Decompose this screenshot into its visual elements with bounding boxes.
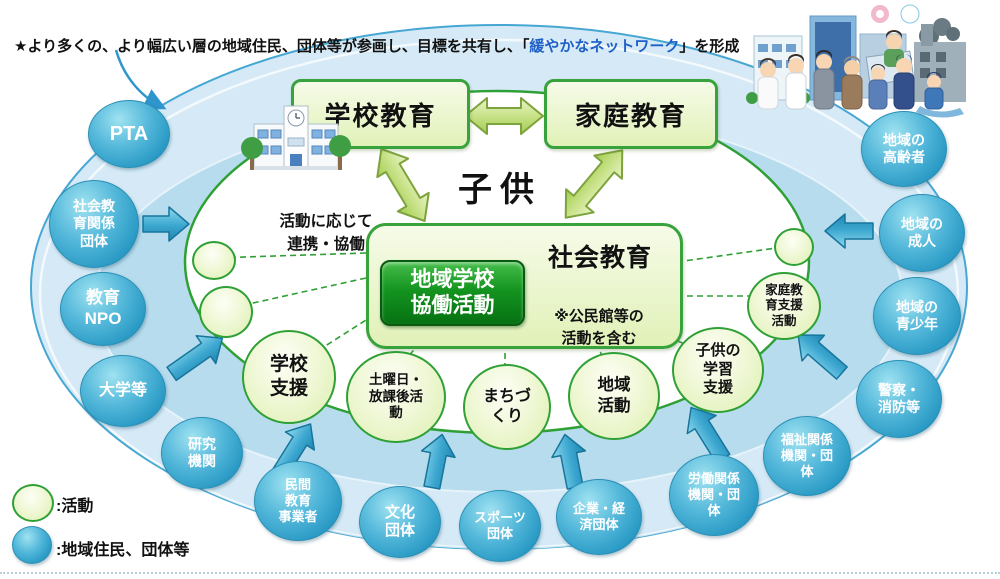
flow-arrow-up-left [797, 334, 848, 380]
flow-arrow-up [420, 433, 456, 490]
flow-arrows [142, 206, 874, 490]
double-arrow-school-social [376, 147, 430, 223]
double-arrow-home-social [564, 149, 624, 219]
activity-circle-empty-1 [192, 241, 236, 280]
legend-activity-swatch [12, 484, 54, 522]
school-illustration [241, 105, 351, 170]
top-annotation-suffix: 」を形成 [679, 38, 740, 55]
activity-circle-machizukuri: まちづ くり [463, 364, 551, 450]
activity-circle-empty-2 [199, 286, 253, 338]
community-circle-business-orgs: 企業・経 済団体 [556, 479, 642, 555]
school-education-label: 学校教育 [324, 100, 437, 131]
community-circle-labor-orgs: 労働関係 機関・団 体 [669, 454, 759, 536]
community-circle-sports-orgs: スポーツ 団体 [459, 490, 541, 562]
collaboration-activity-button: 地域学校 協働活動 [380, 260, 525, 326]
activity-circle-school-support: 学校 支援 [242, 330, 336, 424]
children-label: 子供 [458, 171, 542, 209]
note-pointer-arrow [114, 49, 167, 110]
double-arrow-school-home [464, 97, 544, 135]
community-circle-social-edu-orgs: 社会教 育関係 団体 [49, 180, 139, 268]
page-bottom-border [0, 572, 1000, 574]
legend-community-swatch [12, 526, 52, 564]
flow-arrow-right [142, 206, 190, 242]
legend-activity-label: :活動 [56, 498, 94, 515]
activity-circle-community-activities: 地域 活動 [568, 352, 660, 440]
community-circle-cultural-orgs: 文化 団体 [359, 486, 441, 558]
top-annotation: ★より多くの、より幅広い層の地域住民、団体等が参画し、目標を共有し、「緩やかなネ… [14, 35, 739, 56]
community-circle-local-adults: 地域の 成人 [879, 194, 965, 272]
home-education-label: 家庭教育 [574, 100, 687, 131]
social-education-box: 地域学校 協働活動 社会教育 ※公民館等の 活動を含む [366, 223, 683, 349]
flow-arrow-up-left [686, 406, 731, 464]
community-circle-welfare-orgs: 福祉関係 機関・団 体 [763, 416, 851, 496]
activity-circle-child-learning-support: 子供の 学習 支援 [672, 327, 764, 413]
home-education-box: 家庭教育 [544, 79, 718, 149]
community-circle-edu-npo: 教育 NPO [60, 272, 146, 346]
community-circle-private-edu-providers: 民間 教育 事業者 [254, 461, 342, 541]
social-education-label: 社会教育 [547, 244, 652, 272]
activity-circle-family-edu-support: 家庭教 育支援 活動 [747, 272, 821, 340]
community-circle-pta: PTA [88, 100, 170, 168]
community-circle-research-institutes: 研究 機関 [161, 417, 243, 489]
top-annotation-prefix: ★より多くの、より幅広い層の地域住民、団体等が参画し、目標を共有し、「 [14, 38, 530, 55]
community-circle-police-fire: 警察・ 消防等 [856, 360, 942, 438]
loose-network-highlight: 緩やかなネットワーク [529, 38, 680, 55]
double-arrows [376, 97, 624, 223]
flow-arrow-up-right [166, 335, 224, 382]
flow-arrow-up [551, 433, 587, 490]
activity-circle-empty-3 [774, 228, 814, 266]
community-circle-local-elderly: 地域の 高齢者 [861, 111, 947, 187]
community-circle-local-youth: 地域の 青少年 [873, 277, 961, 355]
activity-circle-saturday-afterschool: 土曜日・ 放課後活 動 [346, 351, 446, 443]
flow-arrow-left [824, 213, 874, 249]
cooperation-note: 活動に応じて 連携・協働 [279, 213, 373, 253]
community-circle-universities: 大学等 [80, 355, 166, 427]
legend-community-label: :地域住民、団体等 [56, 542, 190, 559]
community-illustration [746, 4, 966, 118]
social-education-note: ※公民館等の 活動を含む [554, 307, 644, 348]
